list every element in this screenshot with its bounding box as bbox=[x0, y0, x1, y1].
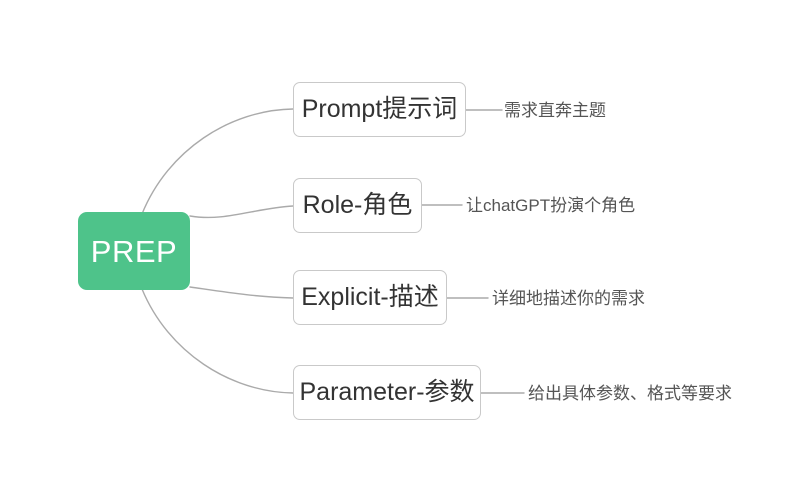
branch-node-1-label: Prompt提示词 bbox=[301, 95, 458, 123]
leaf-text-3: 详细地描述你的需求 bbox=[492, 289, 645, 308]
leaf-text-2: 让chatGPT扮演个角色 bbox=[466, 196, 636, 215]
leaf-text-1: 需求直奔主题 bbox=[504, 101, 606, 120]
branch-node-3[interactable]: Explicit-描述 bbox=[293, 270, 447, 325]
branch-node-2[interactable]: Role-角色 bbox=[293, 178, 422, 233]
edge-root-to-branch-3 bbox=[189, 286, 294, 299]
branch-node-2-label: Role-角色 bbox=[302, 191, 413, 219]
edge-root-to-branch-1 bbox=[141, 108, 294, 215]
branch-node-4[interactable]: Parameter-参数 bbox=[293, 365, 481, 420]
edge-root-to-branch-2 bbox=[189, 205, 294, 219]
branch-node-4-label: Parameter-参数 bbox=[299, 378, 475, 406]
root-node[interactable]: PREP bbox=[78, 212, 190, 290]
edge-root-to-branch-4 bbox=[141, 288, 294, 394]
branch-node-1[interactable]: Prompt提示词 bbox=[293, 82, 466, 137]
branch-node-3-label: Explicit-描述 bbox=[301, 283, 439, 311]
root-node-label: PREP bbox=[90, 233, 178, 269]
leaf-text-4: 给出具体参数、格式等要求 bbox=[528, 384, 732, 403]
